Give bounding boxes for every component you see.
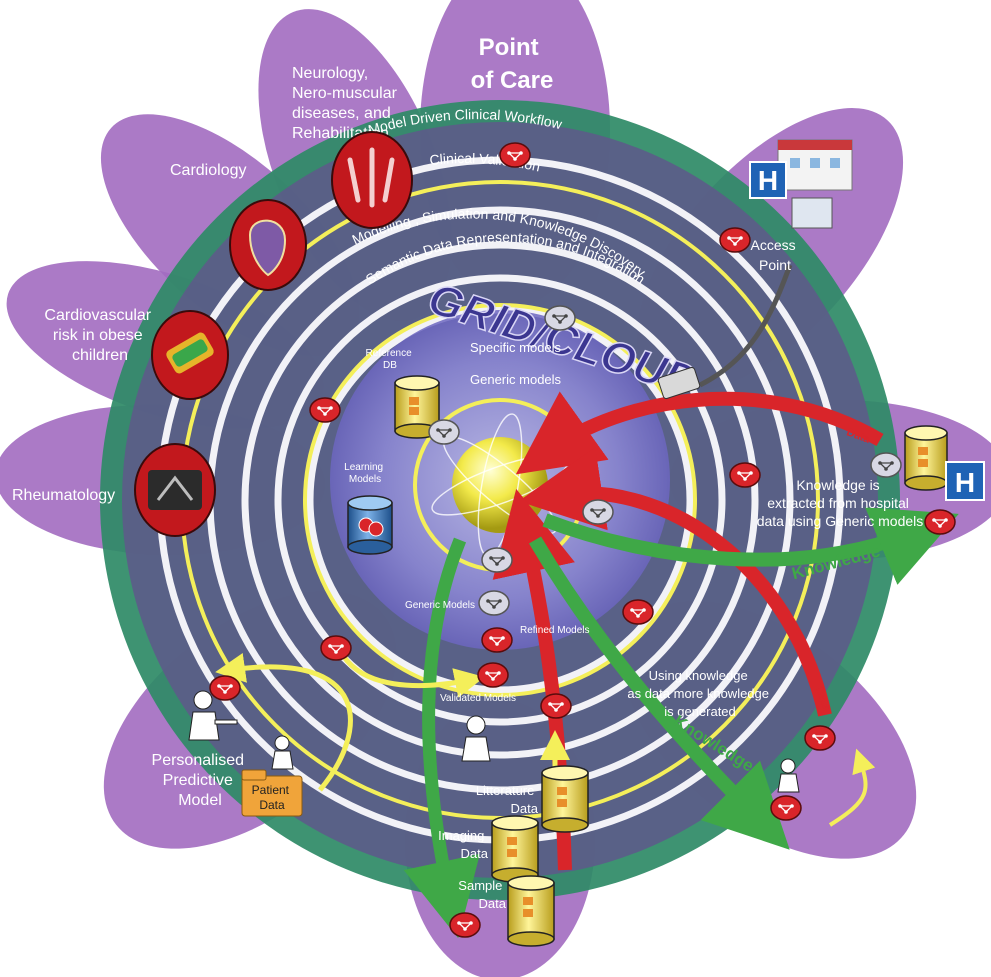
rheumatology-image-icon [134, 443, 216, 537]
cardiology-image-icon [229, 199, 307, 291]
validated-models-label: Validated Models [440, 693, 516, 704]
svg-text:Patient Data: Patient Data [252, 783, 293, 812]
doctor-figure-icon [461, 715, 491, 762]
grey-model-node-icon [544, 305, 576, 331]
red-model-node-icon [729, 462, 761, 488]
red-model-node-icon [209, 675, 241, 701]
database-cylinder-icon [507, 875, 555, 947]
hospital-building-icon: H [749, 139, 853, 229]
database-cylinder-icon [541, 765, 589, 833]
learning-models-label: Learning Models [344, 462, 386, 485]
grey-model-node-icon [428, 419, 460, 445]
doctor-figure-icon [777, 758, 800, 793]
point-of-care-title: Point of Care [471, 34, 554, 94]
red-model-node-icon [481, 627, 513, 653]
database-cylinder-icon [347, 495, 393, 555]
reference-db-label: Reference DB [366, 348, 415, 371]
cable-plug [657, 366, 701, 400]
red-model-node-icon [770, 795, 802, 821]
grey-model-node-icon [478, 590, 510, 616]
red-arrow-knowledge-loop [518, 447, 832, 717]
grey-model-node-icon [870, 452, 902, 478]
svg-text:H: H [758, 165, 778, 196]
green-arrow-hospital [542, 507, 959, 585]
red-model-node-icon [477, 662, 509, 688]
personalised-label: Personalised Predictive Model [152, 752, 249, 809]
databases [347, 375, 948, 947]
red-model-node-icon [449, 912, 481, 938]
rheumatology-label: Rheumatology [12, 487, 115, 504]
red-model-node-icon [309, 397, 341, 423]
red-model-node-icon [540, 693, 572, 719]
access-point-label: Access Point [750, 237, 799, 273]
red-model-node-icon [320, 635, 352, 661]
hospital-badge-icon: H [945, 461, 985, 501]
grey-model-node-icon [481, 547, 513, 573]
red-model-node-icon [719, 227, 751, 253]
petal-labels: Point of Care Neurology, Nero-muscular d… [12, 34, 923, 809]
neurology-image-icon [331, 131, 413, 229]
network-cable-icon [698, 264, 793, 388]
ring-yellow-2 [303, 303, 697, 697]
cardiovascular-label: Cardiovascular risk in obese children [44, 307, 155, 364]
doctor-figure-icon [271, 735, 294, 770]
ring-white-4 [274, 274, 726, 726]
svg-text:H: H [955, 467, 975, 498]
imaging-data-label: Imaging Data [438, 828, 489, 861]
red-model-node-icon [499, 142, 531, 168]
cardiology-label: Cardiology [170, 162, 246, 179]
patient-data-folder-icon: Patient Data [241, 769, 303, 817]
hospital-knowledge-label: Knowledge is extracted from hospital dat… [757, 477, 924, 529]
green-arrow-knowledge [528, 536, 790, 850]
yellow-arrow-validated [337, 648, 485, 698]
arrows [215, 264, 959, 939]
database-cylinder-icon [904, 425, 948, 491]
generic-models-node-label: Generic Models [405, 600, 475, 611]
model-nodes [209, 142, 956, 938]
yellow-arrow-patient [215, 653, 353, 792]
database-cylinder-icon [491, 815, 539, 883]
yellow-arrow-loop [828, 748, 876, 827]
sample-data-label: Sample Data [458, 878, 506, 911]
red-model-node-icon [924, 509, 956, 535]
medical-images [134, 131, 413, 537]
database-cylinder-icon [394, 375, 440, 439]
red-model-node-icon [622, 599, 654, 625]
generic-models-label: Generic models [470, 372, 562, 387]
doctor-figure-icon [188, 690, 238, 741]
red-arrow-hospital [515, 391, 884, 475]
using-knowledge-label: Using knowledge as data more knowledge i… [627, 668, 772, 719]
grey-model-node-icon [582, 499, 614, 525]
ring-white-3 [241, 241, 759, 759]
refined-models-label: Refined Models [520, 625, 589, 636]
cardiovascular-image-icon [151, 310, 229, 400]
litterature-data-label: Litterature Data [476, 783, 539, 816]
green-arrow-sample [403, 537, 480, 939]
specific-models-label: Specific models [470, 340, 562, 355]
red-model-node-icon [804, 725, 836, 751]
